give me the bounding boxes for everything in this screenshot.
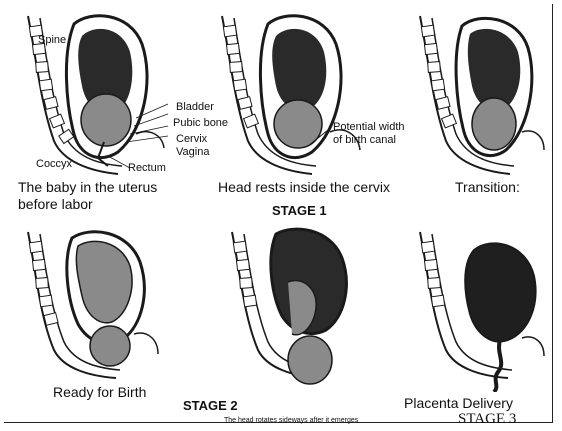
caption-placenta-delivery: Placenta Delivery [404, 395, 513, 412]
caption-before-labor: The baby in the uterus before labor [18, 179, 178, 213]
label-rectum: Rectum [128, 162, 166, 175]
illustration-transition [410, 6, 550, 176]
illustration-placenta-delivery [410, 222, 550, 392]
label-vagina: Vagina [176, 146, 209, 159]
illustration-ready-for-birth [18, 222, 178, 382]
illustration-head-in-cervix [212, 6, 372, 176]
note-head-rotates: The head rotates sideways after it emerg… [224, 417, 358, 425]
label-spine: Spine [38, 34, 66, 47]
illustration-crowning [222, 222, 382, 392]
caption-transition: Transition: [455, 179, 520, 196]
stage-1-label: STAGE 1 [272, 203, 327, 218]
caption-head-in-cervix: Head rests inside the cervix [218, 179, 390, 196]
stage-2-label: STAGE 2 [183, 398, 238, 413]
label-cervix: Cervix [176, 133, 207, 146]
label-potential-width: Potential width of birth canal [333, 121, 405, 147]
label-coccyx: Coccyx [36, 158, 72, 171]
label-pubic-bone: Pubic bone [173, 117, 228, 130]
stage-3-label: STAGE 3 [458, 411, 516, 428]
illustration-before-labor [18, 6, 178, 176]
label-bladder: Bladder [176, 101, 214, 114]
caption-ready-for-birth: Ready for Birth [53, 384, 146, 401]
